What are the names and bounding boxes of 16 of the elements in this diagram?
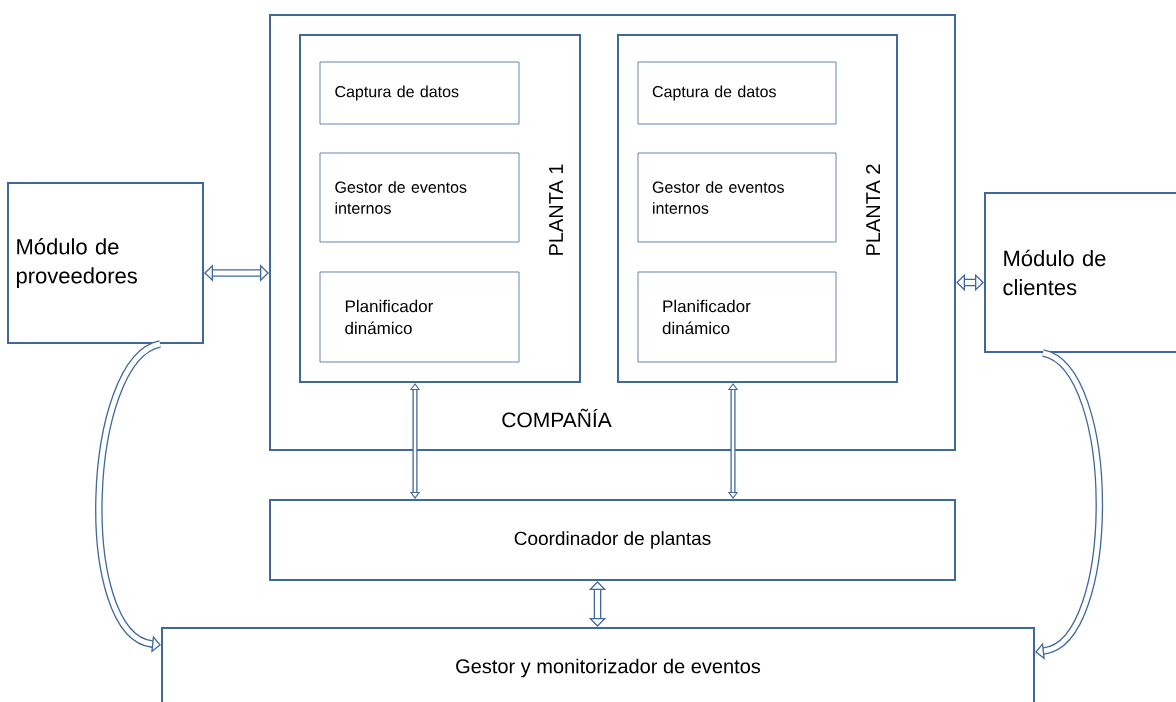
component-box: Gestor de eventos internos xyxy=(319,152,520,243)
arrow xyxy=(204,264,269,282)
arrow xyxy=(727,383,739,499)
component-box: Captura de datos xyxy=(637,61,837,125)
module-box: Módulo de clientes xyxy=(984,192,1176,353)
arrow xyxy=(409,383,421,499)
component-box: Gestor de eventos internos xyxy=(637,152,837,243)
component-box: Planificador dinámico xyxy=(637,271,837,363)
module-box: Módulo de proveedores xyxy=(7,182,204,344)
arrow xyxy=(1035,349,1104,660)
arrow xyxy=(956,273,984,292)
monitor-box: Gestor y monitorizador de eventos xyxy=(161,627,1035,702)
module-box: Coordinador de plantas xyxy=(269,499,956,581)
component-box: Captura de datos xyxy=(319,61,520,125)
arrow xyxy=(588,581,607,627)
component-box: Planificador dinámico xyxy=(319,271,520,363)
